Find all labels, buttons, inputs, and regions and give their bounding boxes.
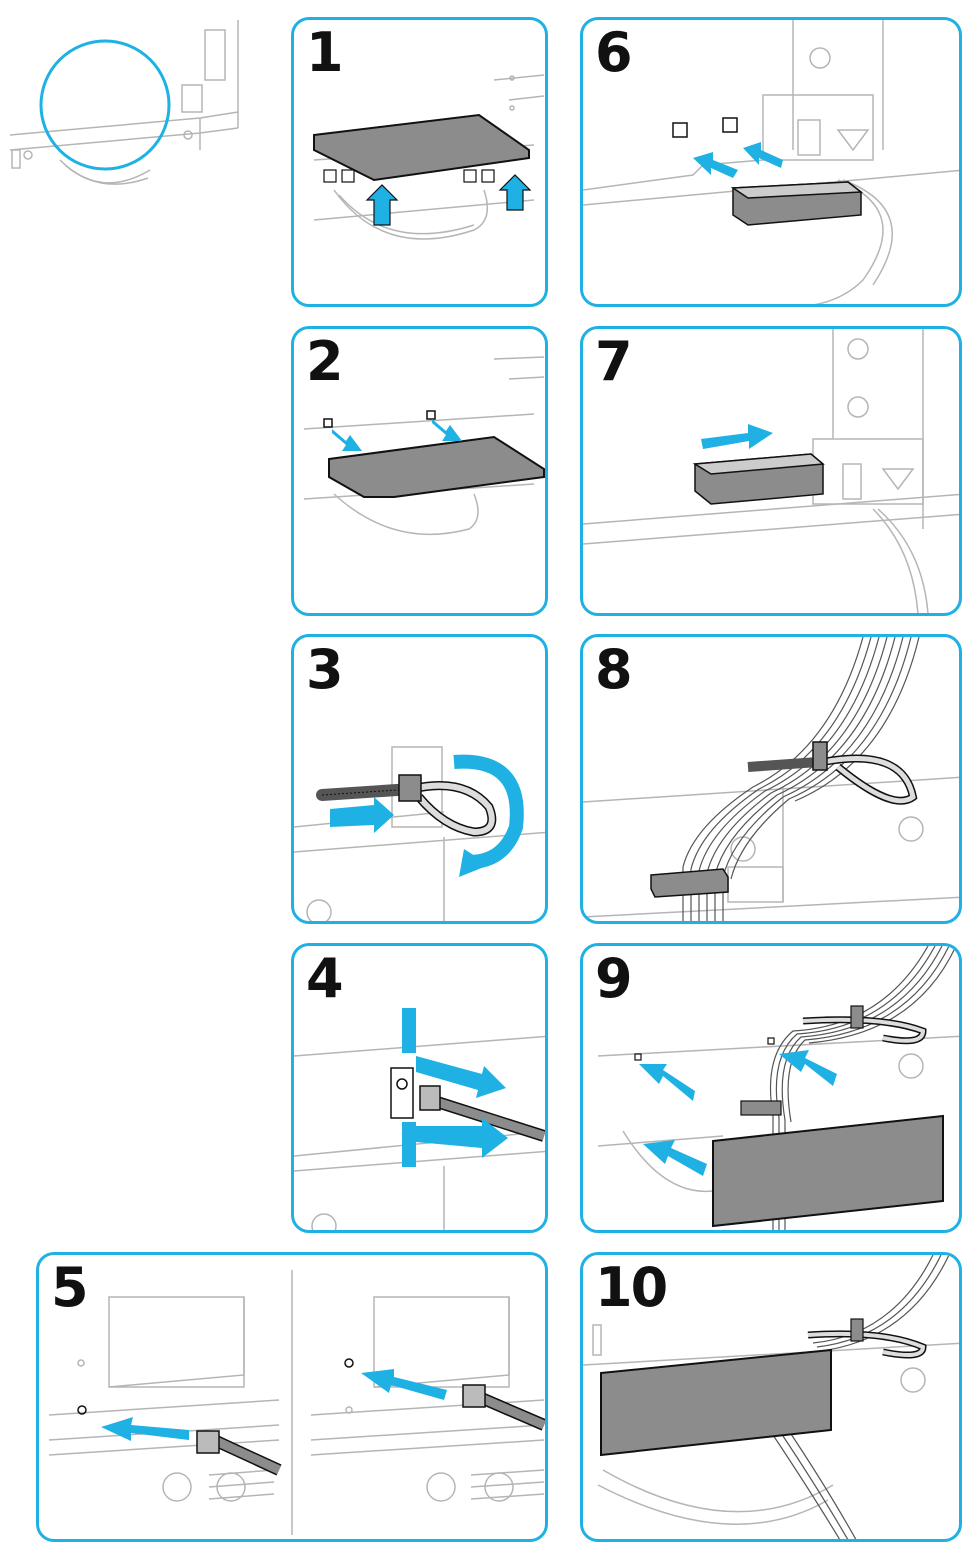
step-4-panel: 4	[291, 943, 548, 1233]
cable-bundle	[682, 637, 920, 921]
step-7-illustration	[583, 329, 959, 613]
tie-holder	[462, 1384, 545, 1431]
step-number: 2	[306, 330, 344, 393]
step-10-illustration	[583, 1255, 959, 1539]
cover-panel	[600, 1348, 832, 1457]
step-10-panel: 10	[580, 1252, 962, 1542]
step-1-panel: 1	[291, 17, 548, 307]
up-arrow-icon	[498, 174, 532, 211]
step-3-panel: 3	[291, 634, 548, 924]
cable-tie	[747, 741, 918, 805]
step-4-illustration	[294, 1008, 545, 1230]
left-arrow-icon	[693, 152, 738, 178]
step-number: 6	[595, 21, 633, 84]
diagonal-arrow-icon	[779, 1050, 837, 1086]
cable-tie	[807, 1318, 927, 1359]
cable-bundle	[770, 946, 957, 1230]
step-number: 3	[306, 638, 344, 701]
left-arrow-icon	[743, 142, 783, 168]
zoom-circle-icon	[39, 39, 171, 171]
step-8-illustration	[583, 637, 959, 921]
cable-tie	[316, 774, 497, 837]
step-7-panel: 7	[580, 326, 962, 616]
step-2-illustration	[303, 356, 545, 535]
step-9-illustration	[597, 946, 959, 1230]
cover-panel	[313, 113, 530, 182]
step-5-panel: 5	[36, 1252, 548, 1542]
step-2-panel: 2	[291, 326, 548, 616]
step-number: 1	[306, 21, 344, 84]
rotate-arrow-icon	[453, 754, 524, 869]
diagonal-arrow-icon	[416, 1056, 506, 1098]
diagonal-arrow-icon	[643, 1140, 707, 1176]
step-6-illustration	[583, 20, 959, 304]
diagonal-arrow-icon	[416, 1118, 508, 1158]
cable-bundle	[772, 1255, 950, 1539]
step-number: 7	[595, 330, 633, 393]
cover-panel	[328, 435, 545, 498]
step-1-illustration	[313, 74, 545, 240]
diagonal-arrow-icon	[639, 1064, 695, 1101]
diagonal-arrow-icon	[432, 419, 462, 441]
step-5-illustration	[48, 1270, 545, 1535]
step-6-panel: 6	[580, 17, 962, 307]
cover-panel	[712, 1114, 944, 1228]
press-bar-bottom	[402, 1122, 416, 1167]
up-arrow-icon	[365, 184, 399, 226]
left-arrow-icon	[101, 1417, 189, 1441]
step-number: 8	[595, 638, 633, 701]
cable-clip	[692, 453, 825, 505]
step-number: 10	[595, 1256, 668, 1319]
step-9-panel: 9	[580, 943, 962, 1233]
step-3-illustration	[294, 746, 545, 921]
right-arrow-icon	[330, 797, 394, 833]
left-arrow-icon	[361, 1369, 447, 1400]
cable-clip	[650, 868, 729, 898]
step-number: 5	[51, 1256, 89, 1319]
diagonal-arrow-icon	[332, 429, 362, 451]
step-8-panel: 8	[580, 634, 962, 924]
cable-tie	[802, 1005, 927, 1045]
press-bar-top	[402, 1008, 416, 1053]
step-number: 4	[306, 947, 344, 1010]
tie-holder	[196, 1430, 282, 1476]
right-arrow-icon	[701, 424, 773, 449]
step-number: 9	[595, 947, 633, 1010]
tie-holder	[419, 1085, 545, 1142]
cable-clip	[730, 181, 864, 226]
tv-rear-overview	[9, 20, 239, 185]
